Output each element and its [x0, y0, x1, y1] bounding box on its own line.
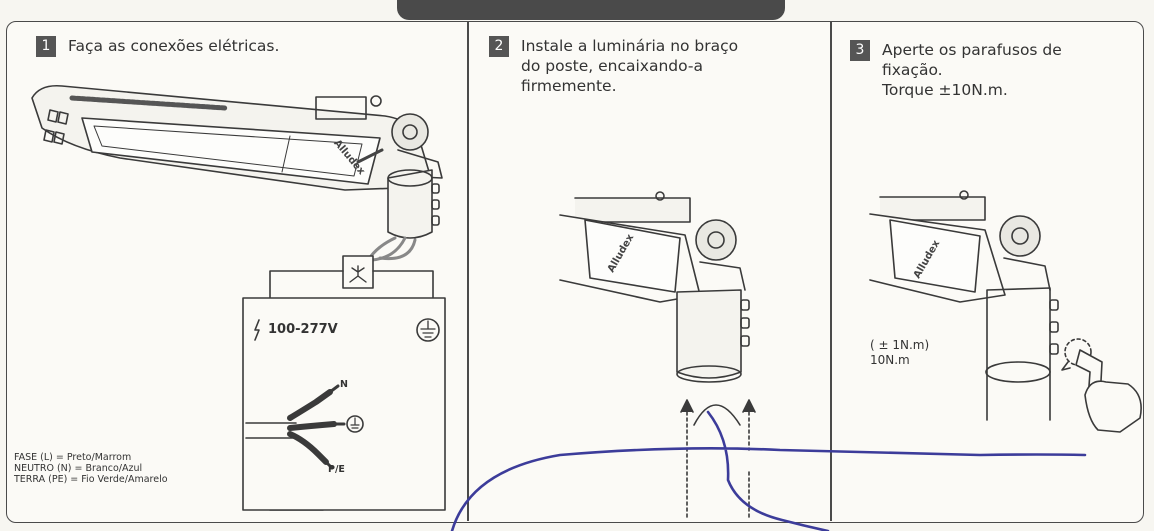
step-3-number: 3 — [850, 40, 870, 61]
ink-scribble — [450, 410, 1087, 531]
panel-divider — [830, 22, 832, 521]
step-1-text: Faça as conexões elétricas. — [68, 37, 280, 55]
luminaire-illustration — [31, 84, 443, 274]
torque-tolerance: ( ± 1N.m) — [870, 338, 930, 352]
step-3-text: Aperte os parafusos de fixação. Torque ±… — [882, 41, 1062, 99]
step-2-header: 2 Instale a luminária no braço do poste,… — [489, 36, 738, 96]
junction-box — [242, 255, 446, 511]
tighten-screws-illustration — [869, 190, 1142, 433]
step-1-number: 1 — [36, 36, 56, 57]
torque-label: ( ± 1N.m) 10N.m — [870, 338, 929, 368]
pole-arm-illustration — [559, 191, 756, 521]
step-3-header: 3 Aperte os parafusos de fixação. Torque… — [850, 40, 1062, 100]
legend-line-neutro: NEUTRO (N) = Branco/Azul — [14, 463, 143, 474]
legend-line-fase: FASE (L) = Preto/Marrom — [14, 452, 132, 463]
panel-divider — [467, 22, 469, 521]
wire-n-label: N — [340, 379, 348, 390]
legend-line-terra: TERRA (PE) = Fio Verde/Amarelo — [14, 474, 168, 485]
torque-value: 10N.m — [870, 353, 910, 367]
voltage-label: 100-277V — [268, 322, 338, 337]
step-1-header: 1 Faça as conexões elétricas. — [36, 36, 279, 57]
header-banner — [397, 0, 785, 20]
wire-pe-label: P/E — [328, 464, 345, 475]
wire-color-legend: FASE (L) = Preto/Marrom NEUTRO (N) = Bra… — [14, 452, 168, 485]
step-2-text: Instale a luminária no braço do poste, e… — [521, 37, 739, 95]
step-2-number: 2 — [489, 36, 509, 57]
